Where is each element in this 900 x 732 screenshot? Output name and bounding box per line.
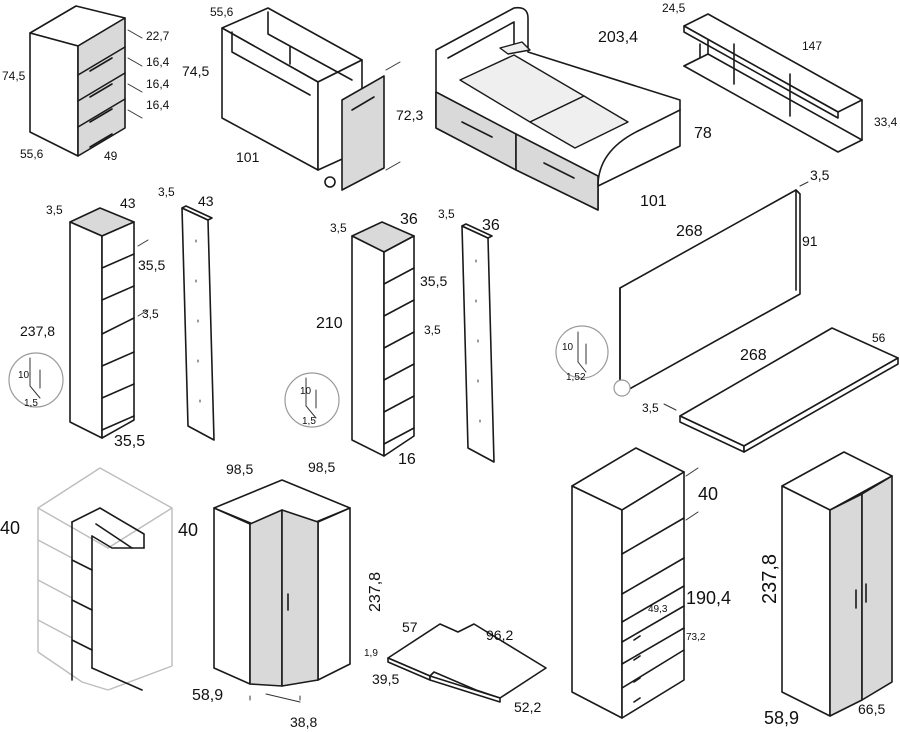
bookcase-tall-dim-width: 35,5 [114,433,145,450]
side-panel-short-dim-depth: 36 [482,217,500,234]
wardrobe-dim-depth: 58,9 [764,708,799,728]
corner-wardrobe-drawing [213,479,351,703]
side-panel-tall-drawing [181,205,215,441]
bookcase-tall-dim-shelf-spacing: 35,5 [138,257,165,273]
bookcase-tall-dim-shelf-thickness: 3,5 [142,307,159,321]
desk-dim-height: 74,5 [182,63,209,79]
top-board-drawing [663,327,899,453]
bed-dim-width: 101 [640,193,667,210]
corner-top-dim-96: 96,2 [486,627,513,643]
side-panel-tall-dim-thickness: 3,5 [158,185,175,199]
dresser-dim-drawer-2: 16,4 [146,55,170,69]
dresser-dim-drawer-3: 16,4 [146,77,170,91]
wall-shelf-drawing [683,13,863,153]
bookcase-tall-drawing [8,207,149,439]
bookcase-short-dim-shelf-spacing: 35,5 [420,273,447,289]
shelf-dim-width: 147 [802,39,822,53]
corner-top-dim-39: 39,5 [372,671,399,687]
bookcase-short-detail-10: 10 [300,386,312,397]
bookcase-short-dim-depth: 36 [400,211,418,228]
bookcase-tall-dim-depth: 43 [120,195,136,211]
side-panel-short-drawing [461,223,495,463]
top-board-dim-depth: 56 [872,331,886,345]
desk-drawing [221,7,401,191]
top-board-dim-length: 268 [740,347,767,364]
bookcase-tall-detail-10: 10 [18,370,30,381]
bookcase-short-drawing [284,221,415,457]
wardrobe-open-drawing [571,447,699,719]
wardrobe-open-dim-height: 190,4 [686,588,731,608]
top-board-dim-thickness: 3,5 [642,401,659,415]
bed-dim-height: 78 [694,125,712,142]
shelf-dim-depth: 24,5 [662,1,686,15]
bookcase-short-dim-width: 16 [398,451,416,468]
dresser-dim-width: 49 [104,149,118,163]
corner-open-dim-right: 40 [178,520,198,540]
dresser-drawing [29,5,143,157]
wardrobe-drawing [781,451,893,717]
bed-drawing [435,6,681,211]
side-panel-short-dim-thickness: 3,5 [438,207,455,221]
wardrobe-open-dim-depth: 40 [698,484,718,504]
wardrobe-open-dim-inner: 49,3 [648,604,668,615]
bookcase-tall-dim-thickness: 3,5 [46,203,63,217]
headboard-detail-15: 1,5 [566,372,580,383]
desk-dim-drawer-height: 72,3 [396,107,423,123]
dresser-dim-top-drawer: 22,7 [146,29,170,43]
wardrobe-dim-width: 66,5 [858,701,885,717]
dresser-dim-height: 74,5 [2,69,26,83]
headboard-detail-10: 10 [562,342,574,353]
side-panel-tall-dim-depth: 43 [198,193,214,209]
corner-open-dim-left: 40 [0,518,20,538]
corner-top-dim-52: 52,2 [514,699,541,715]
headboard-dim-length: 268 [676,223,703,240]
corner-wardrobe-dim-height: 237,8 [367,572,384,612]
bookcase-tall-dim-height: 237,8 [20,323,55,339]
desk-dim-depth: 55,6 [210,5,234,19]
corner-wardrobe-dim-door: 38,8 [290,714,317,730]
wardrobe-open-dim-drawers: 73,2 [686,632,706,643]
headboard-drawing [555,181,809,397]
bookcase-short-dim-shelf-thickness: 3,5 [424,323,441,337]
headboard-dim-height: 91 [802,233,818,249]
desk-dim-width: 101 [236,149,260,165]
corner-open-drawing [37,467,173,691]
corner-top-drawing [387,623,547,703]
shelf-dim-height: 33,4 [874,115,898,129]
headboard-detail-2: 2 [580,372,586,383]
corner-top-dim-57: 57 [402,619,418,635]
bookcase-short-dim-height: 210 [316,315,343,332]
corner-wardrobe-dim-right: 98,5 [308,459,335,475]
corner-wardrobe-dim-left: 98,5 [226,461,253,477]
dresser-dim-drawer-4: 16,4 [146,98,170,112]
bed-dim-length: 203,4 [598,29,638,46]
wardrobe-dim-height: 237,8 [759,554,781,604]
corner-wardrobe-dim-depth: 58,9 [192,687,223,704]
bookcase-short-detail-15: 1,5 [302,416,316,427]
headboard-dim-thickness: 3,5 [810,167,830,183]
bookcase-short-dim-thickness: 3,5 [330,221,347,235]
corner-top-dim-thickness: 1,9 [364,648,378,659]
dresser-dim-depth: 55,6 [20,147,44,161]
bookcase-tall-detail-15: 1,5 [24,398,38,409]
